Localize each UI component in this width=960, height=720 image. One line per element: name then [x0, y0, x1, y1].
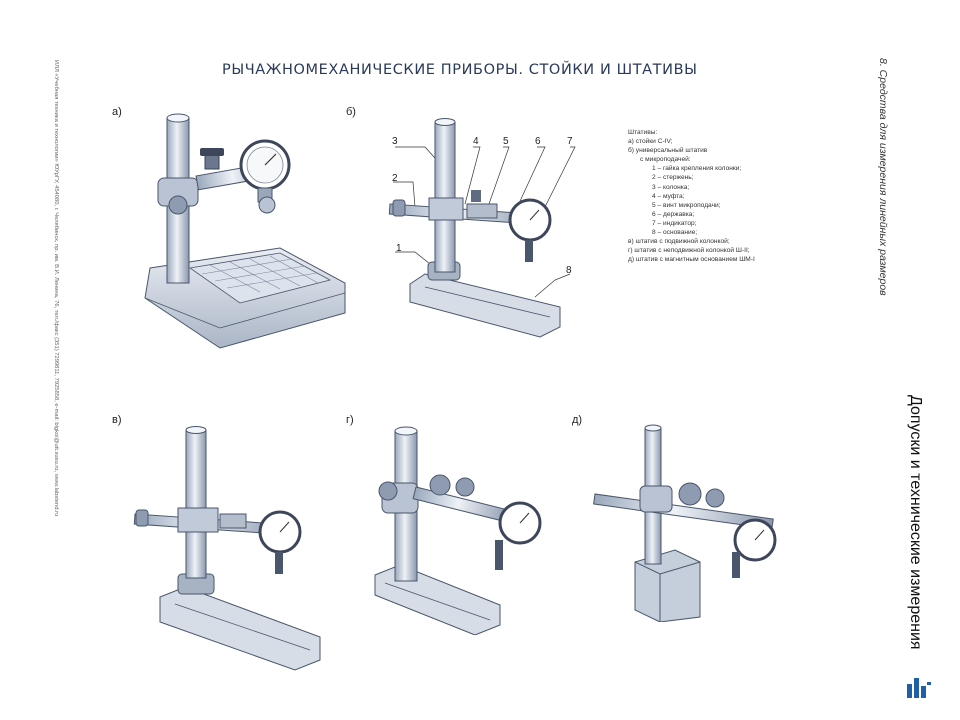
legend-item: 8 – основание; — [652, 229, 698, 237]
panel-label-g: г) — [346, 414, 354, 426]
panel-label-v: в) — [112, 414, 122, 426]
callout-7: 7 — [567, 136, 573, 147]
movable-column-stand-illustration — [133, 426, 321, 671]
legend-item: 6 – державка; — [652, 210, 695, 218]
legend-d: д) штатив с магнитным основанием ШМ-I — [628, 256, 755, 264]
legend-heading: Штативы: — [628, 129, 658, 136]
legend-item: 1 – гайка крепления колонки; — [652, 165, 742, 173]
legend-item: 3 – колонка; — [652, 183, 690, 191]
legend-item: 4 – муфта; — [652, 192, 685, 200]
legend-item: 5 – винт микроподачи; — [652, 201, 721, 209]
callout-8: 8 — [566, 265, 572, 276]
right-main-strip: Допуски и технические измерения — [900, 395, 930, 695]
panel-label-d: д) — [572, 414, 583, 426]
stand-c4-illustration — [144, 113, 346, 349]
legend-block: Штативы: а) стойки С-IV; б) универсальны… — [628, 128, 863, 264]
legend-item: 7 – индикатор; — [652, 219, 697, 227]
callout-1: 1 — [396, 243, 402, 254]
legend-v: в) штатив с подвижной колонкой; — [628, 238, 730, 246]
panel-label-a: а) — [112, 106, 122, 118]
legend-item: 2 – стержень; — [652, 174, 694, 182]
panel-label-b: б) — [346, 106, 356, 118]
legend-g: г) штатив с неподвижной колонкой Ш-II; — [628, 247, 750, 255]
publisher-logo-icon — [907, 678, 931, 698]
legend-b2: с микроподачей: — [640, 156, 691, 164]
section-subtitle: 8. Средства для измерения линейных разме… — [877, 58, 889, 296]
legend-a: а) стойки С-IV; — [628, 138, 673, 146]
callout-2: 2 — [392, 173, 398, 184]
universal-stand-illustration — [388, 118, 576, 338]
page-title: РЫЧАЖНОМЕХАНИЧЕСКИЕ ПРИБОРЫ. СТОЙКИ И ШТ… — [222, 62, 698, 78]
legend-b: б) универсальный штатив — [628, 147, 708, 155]
callout-6: 6 — [535, 136, 541, 147]
credit-text: ИЛЛ «Учебная техника и технологии» ЮУрГУ… — [53, 60, 59, 517]
magnetic-base-stand-illustration — [593, 424, 777, 622]
subject-title: Допуски и технические измерения — [907, 395, 924, 650]
left-credit-strip: ИЛЛ «Учебная техника и технологии» ЮУрГУ… — [45, 60, 63, 700]
right-subtitle-strip: 8. Средства для измерения линейных разме… — [872, 58, 892, 388]
fixed-column-stand-illustration — [374, 426, 542, 635]
callout-4: 4 — [473, 136, 479, 147]
callout-3: 3 — [392, 136, 398, 147]
callout-5: 5 — [503, 136, 509, 147]
